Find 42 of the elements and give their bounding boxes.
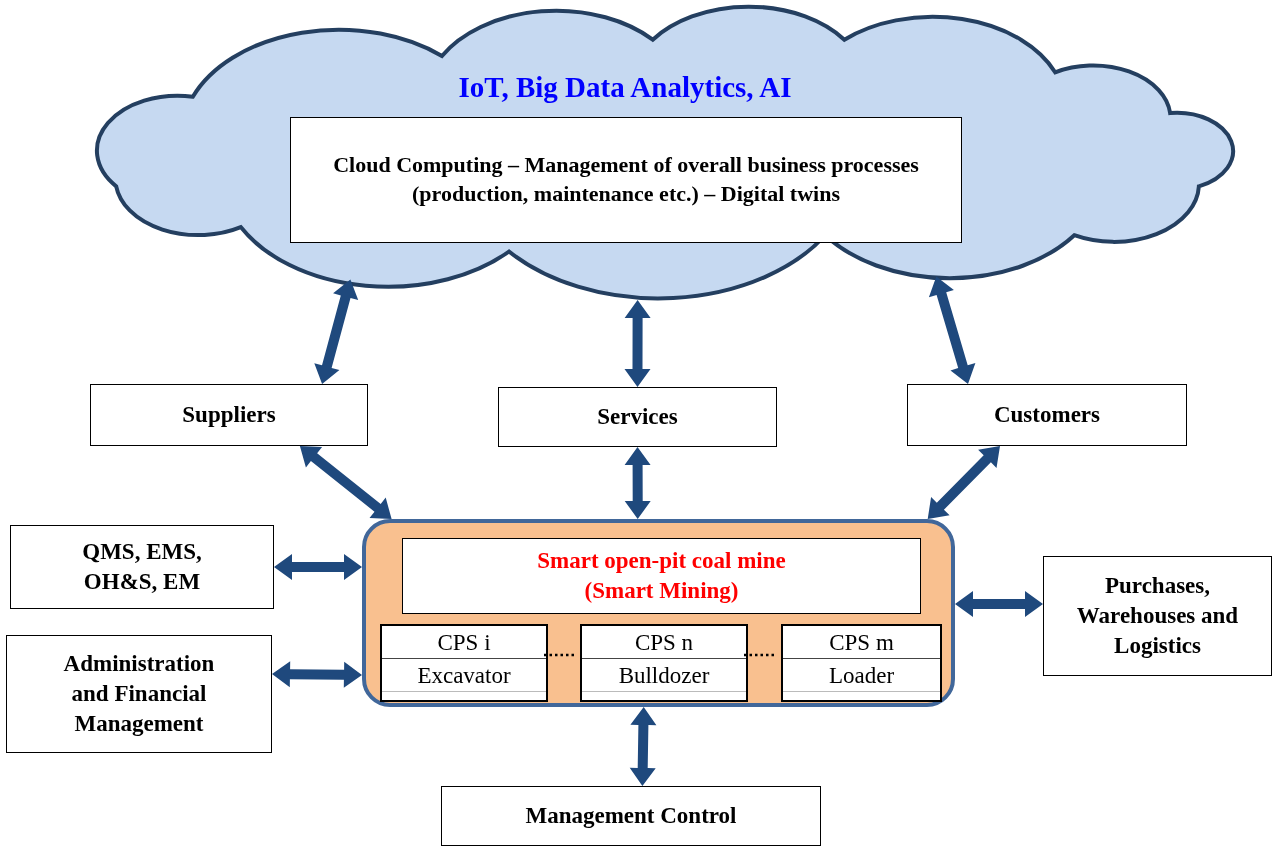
component-box: [580, 624, 748, 702]
process-box: [1043, 556, 1272, 676]
double-arrow: [299, 446, 392, 519]
process-box: [10, 525, 274, 609]
component-id: CPS i: [382, 626, 546, 659]
group-panel: [362, 519, 955, 707]
double-arrow: [927, 446, 1000, 519]
component-id: CPS n: [582, 626, 746, 659]
process-box: [402, 538, 921, 614]
cloud-shape: [95, 5, 1235, 300]
double-arrow: [629, 707, 657, 786]
machine-name: Bulldozer: [582, 659, 746, 692]
double-arrow: [955, 591, 1043, 617]
process-box: [441, 786, 821, 846]
process-box: [6, 635, 272, 753]
double-arrow: [624, 300, 651, 387]
box-label: Customers: [993, 401, 1100, 430]
double-arrow: [624, 447, 651, 519]
box-label: QMS, EMS, OH&S, EM: [81, 538, 203, 596]
box-label: Suppliers: [182, 401, 276, 430]
component-box: [380, 624, 548, 702]
component-id: CPS m: [783, 626, 940, 659]
box-label: Services: [597, 403, 678, 432]
double-arrow: [314, 279, 359, 384]
box-label: Cloud Computing – Management of overall business processes (production, maintenance etc.) – Digital twins: [332, 151, 920, 208]
double-arrow: [928, 276, 976, 384]
double-arrow: [274, 554, 362, 580]
box-label: Management Control: [525, 802, 737, 831]
box-label: Smart open-pit coal mine (Smart Mining): [536, 547, 787, 605]
component-box: [781, 624, 942, 702]
cloud-heading: IoT, Big Data Analytics, AI: [457, 71, 793, 104]
process-box: [907, 384, 1187, 446]
process-box: [290, 117, 962, 243]
machine-name: Excavator: [382, 659, 546, 692]
machine-name: Loader: [783, 659, 940, 692]
process-box: [90, 384, 368, 446]
dotted-connector: [544, 653, 576, 657]
box-label: Purchases, Warehouses and Logistics: [1075, 572, 1240, 660]
box-label: Administration and Financial Management: [62, 650, 216, 738]
double-arrow: [272, 661, 362, 688]
process-box: [498, 387, 777, 447]
dotted-connector: [744, 653, 777, 657]
